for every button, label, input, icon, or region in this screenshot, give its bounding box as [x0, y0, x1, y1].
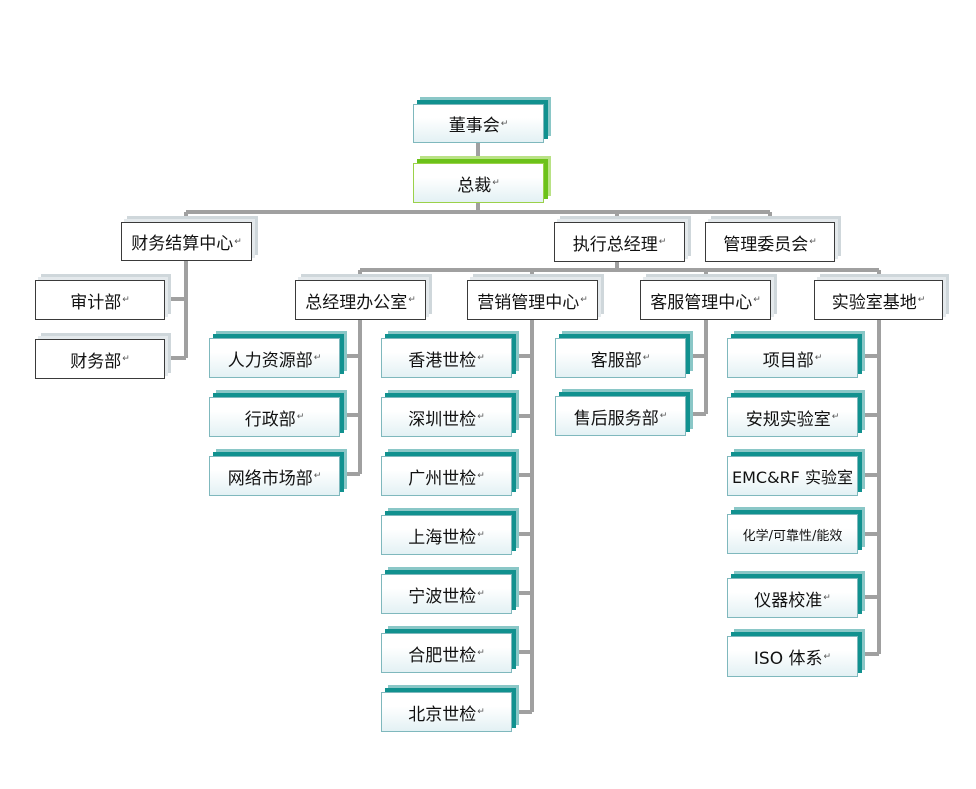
node-cs-label: 客服部: [590, 350, 642, 371]
return-mark-icon: ↵: [122, 295, 130, 305]
node-after-sales-label: 售后服务部: [573, 408, 659, 429]
node-safety-lab: 安规实验室↵: [727, 397, 858, 437]
node-gm-office: 总经理办公室↵: [295, 280, 426, 320]
node-calibration: 仪器校准↵: [727, 578, 858, 618]
node-chem: 化学/可靠性/能效: [727, 514, 858, 554]
node-hr-label: 人力资源部: [227, 350, 313, 371]
node-safety-lab-label: 安规实验室: [745, 409, 831, 430]
return-mark-icon: ↵: [477, 412, 485, 422]
node-gm-office-label: 总经理办公室: [305, 292, 408, 313]
node-project-label: 项目部: [762, 350, 814, 371]
return-mark-icon: ↵: [917, 295, 926, 305]
node-mgmt-committee-label: 管理委员会: [723, 234, 809, 255]
node-cs: 客服部↵: [555, 338, 686, 378]
node-lab-base: 实验室基地↵: [814, 280, 943, 320]
return-mark-icon: ↵: [500, 118, 509, 129]
node-finance-center: 财务结算中心↵: [121, 222, 252, 261]
node-sh-label: 上海世检: [408, 527, 477, 548]
return-mark-icon: ↵: [831, 412, 840, 422]
node-bj: 北京世检↵: [381, 692, 512, 732]
node-hf-label: 合肥世检: [408, 645, 477, 666]
return-mark-icon: ↵: [580, 295, 588, 305]
return-mark-icon: ↵: [814, 353, 823, 363]
node-board: 董事会↵: [413, 104, 544, 143]
node-marketing-center-label: 营销管理中心: [477, 292, 580, 313]
return-mark-icon: ↵: [823, 651, 832, 662]
node-gz-label: 广州世检: [408, 468, 477, 489]
node-admin: 行政部↵: [209, 397, 340, 437]
node-mgmt-committee: 管理委员会↵: [705, 222, 835, 262]
node-project: 项目部↵: [727, 338, 858, 378]
return-mark-icon: ↵: [753, 295, 761, 305]
node-network-market-label: 网络市场部: [227, 468, 313, 489]
node-nb-label: 宁波世检: [408, 586, 477, 607]
return-mark-icon: ↵: [234, 236, 242, 247]
node-audit-label: 审计部: [70, 292, 122, 313]
return-mark-icon: ↵: [477, 353, 485, 363]
node-board-label: 董事会: [448, 116, 500, 136]
return-mark-icon: ↵: [477, 707, 485, 717]
node-ceo-label: 总裁: [457, 175, 492, 196]
return-mark-icon: ↵: [313, 471, 322, 481]
return-mark-icon: ↵: [122, 354, 130, 364]
node-emc-lab: EMC&RF 实验室: [727, 456, 858, 496]
return-mark-icon: ↵: [492, 178, 500, 188]
return-mark-icon: ↵: [823, 593, 831, 603]
node-hk: 香港世检↵: [381, 338, 512, 378]
node-iso-label: ISO 体系: [753, 649, 823, 669]
node-service-center: 客服管理中心↵: [640, 280, 771, 320]
node-after-sales: 售后服务部↵: [555, 396, 686, 436]
node-chem-label: 化学/可靠性/能效: [742, 528, 843, 544]
node-calibration-label: 仪器校准: [754, 590, 823, 611]
return-mark-icon: ↵: [313, 353, 322, 363]
node-iso: ISO 体系↵: [727, 636, 858, 677]
node-finance-label: 财务部: [70, 351, 122, 372]
node-sh: 上海世检↵: [381, 515, 512, 555]
node-ceo: 总裁↵: [413, 163, 544, 203]
node-bj-label: 北京世检: [408, 704, 477, 725]
node-admin-label: 行政部: [244, 409, 296, 430]
node-finance-center-label: 财务结算中心: [131, 234, 234, 254]
node-service-center-label: 客服管理中心: [650, 292, 753, 313]
node-finance: 财务部↵: [35, 339, 165, 379]
node-sz: 深圳世检↵: [381, 397, 512, 437]
return-mark-icon: ↵: [477, 530, 485, 540]
node-hf: 合肥世检↵: [381, 633, 512, 673]
node-marketing-center: 营销管理中心↵: [467, 280, 598, 320]
return-mark-icon: ↵: [477, 648, 485, 658]
return-mark-icon: ↵: [296, 412, 305, 422]
return-mark-icon: ↵: [477, 589, 485, 599]
node-emc-lab-label: EMC&RF 实验室: [732, 468, 853, 487]
node-lab-base-label: 实验室基地: [831, 292, 917, 313]
return-mark-icon: ↵: [809, 237, 817, 247]
node-exec-gm: 执行总经理↵: [554, 222, 685, 262]
return-mark-icon: ↵: [477, 471, 485, 481]
node-audit: 审计部↵: [35, 280, 165, 320]
return-mark-icon: ↵: [659, 411, 668, 421]
return-mark-icon: ↵: [642, 353, 651, 363]
node-gz: 广州世检↵: [381, 456, 512, 496]
node-nb: 宁波世检↵: [381, 574, 512, 614]
node-exec-gm-label: 执行总经理: [572, 234, 658, 255]
node-sz-label: 深圳世检: [408, 409, 477, 430]
node-network-market: 网络市场部↵: [209, 456, 340, 496]
node-hr: 人力资源部↵: [209, 338, 340, 378]
node-hk-label: 香港世检: [408, 350, 477, 371]
return-mark-icon: ↵: [658, 237, 667, 247]
return-mark-icon: ↵: [408, 295, 416, 305]
